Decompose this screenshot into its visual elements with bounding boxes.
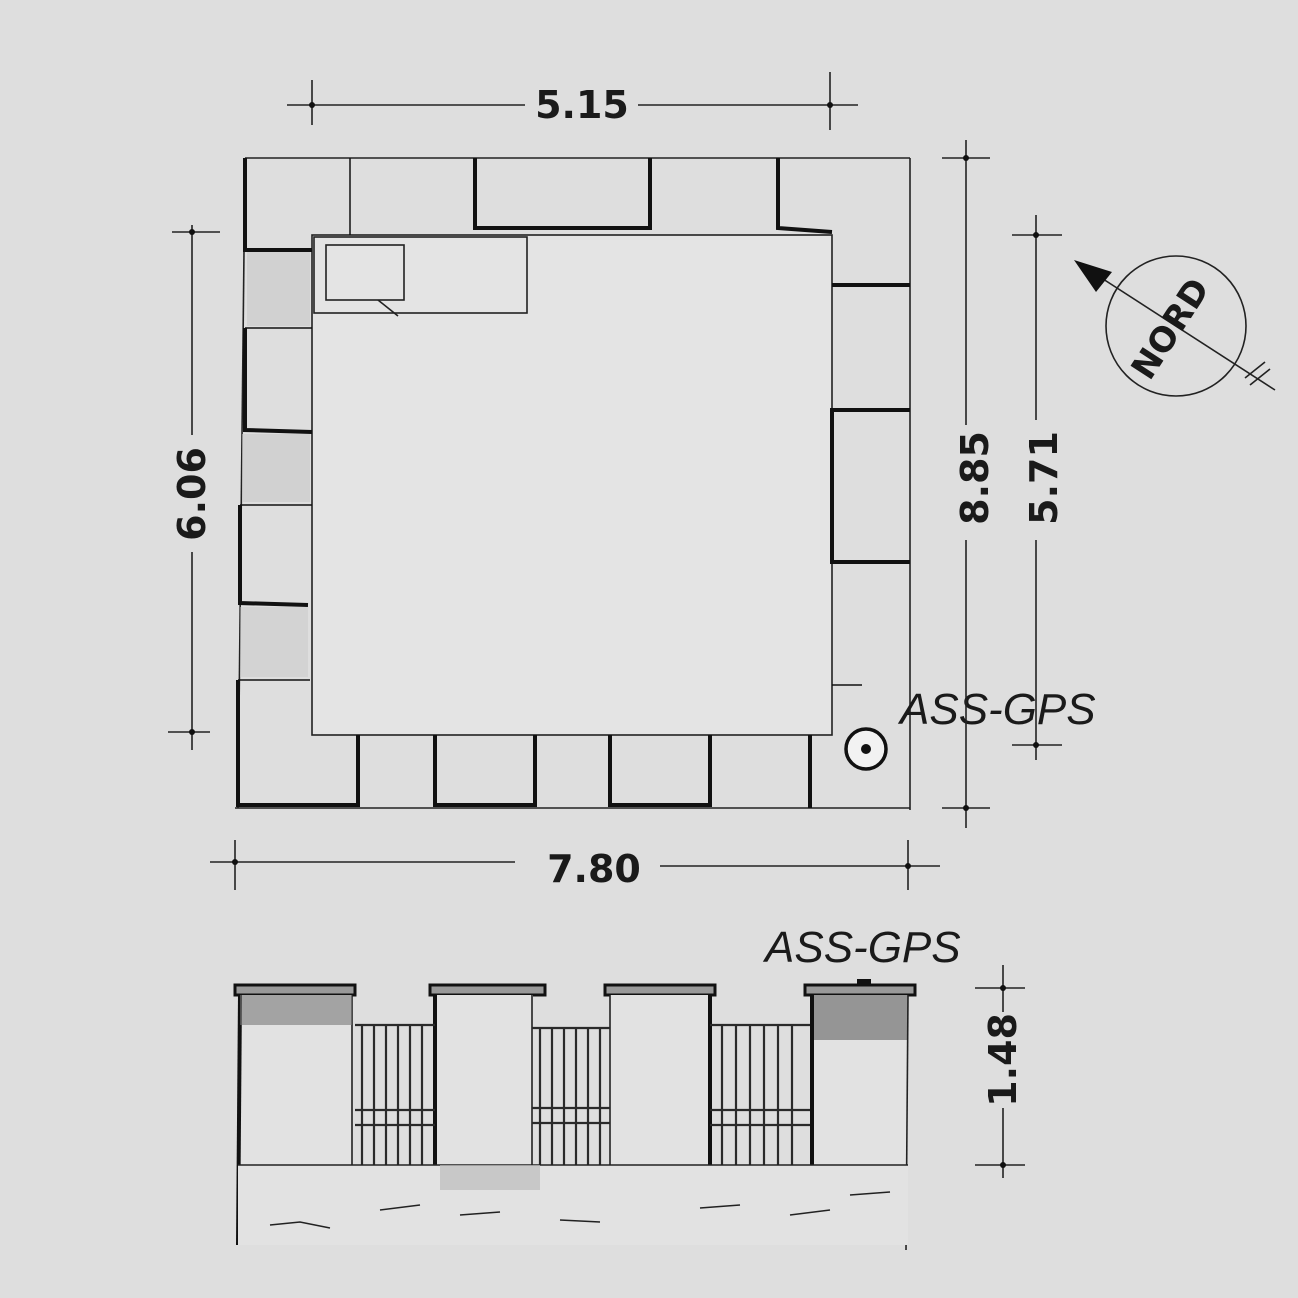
elevation-base-wall	[238, 1164, 908, 1245]
plan-inner-courtyard	[311, 234, 833, 736]
dim-height-label: 1.48	[981, 1013, 1025, 1107]
dim-right-inner-label: 5.71	[1022, 431, 1066, 525]
dim-right-outer	[942, 140, 990, 828]
dim-bottom	[210, 840, 940, 890]
dim-height	[975, 965, 1025, 1178]
dim-bottom-label: 7.80	[547, 847, 641, 891]
dim-left-label: 6.06	[170, 447, 214, 541]
elevation-railing	[532, 1026, 610, 1165]
elevation-pillar	[603, 983, 717, 1165]
elevation-view: ASS-GPS 1.48	[233, 923, 1025, 1251]
plan-view: ASS-GPS 5.15 7.80	[168, 72, 1276, 891]
dim-right-outer-label: 8.85	[953, 431, 997, 525]
dim-right-inner	[1012, 215, 1062, 760]
elevation-gps-marker	[857, 979, 871, 984]
gps-point-icon	[844, 727, 888, 771]
elevation-gps-label: ASS-GPS	[762, 923, 961, 972]
dim-top	[287, 72, 858, 130]
elevation-railing	[355, 1023, 435, 1165]
elevation-railing	[710, 1023, 810, 1165]
dim-left	[168, 225, 220, 750]
elevation-pillar	[428, 983, 547, 1165]
plan-corner-structure	[313, 236, 528, 317]
north-label: NORD	[1124, 271, 1218, 387]
dim-top-label: 5.15	[535, 83, 629, 127]
plan-gps-label: ASS-GPS	[897, 685, 1096, 734]
plan-wall-blocks	[236, 158, 910, 808]
north-arrow-icon	[1074, 255, 1276, 397]
